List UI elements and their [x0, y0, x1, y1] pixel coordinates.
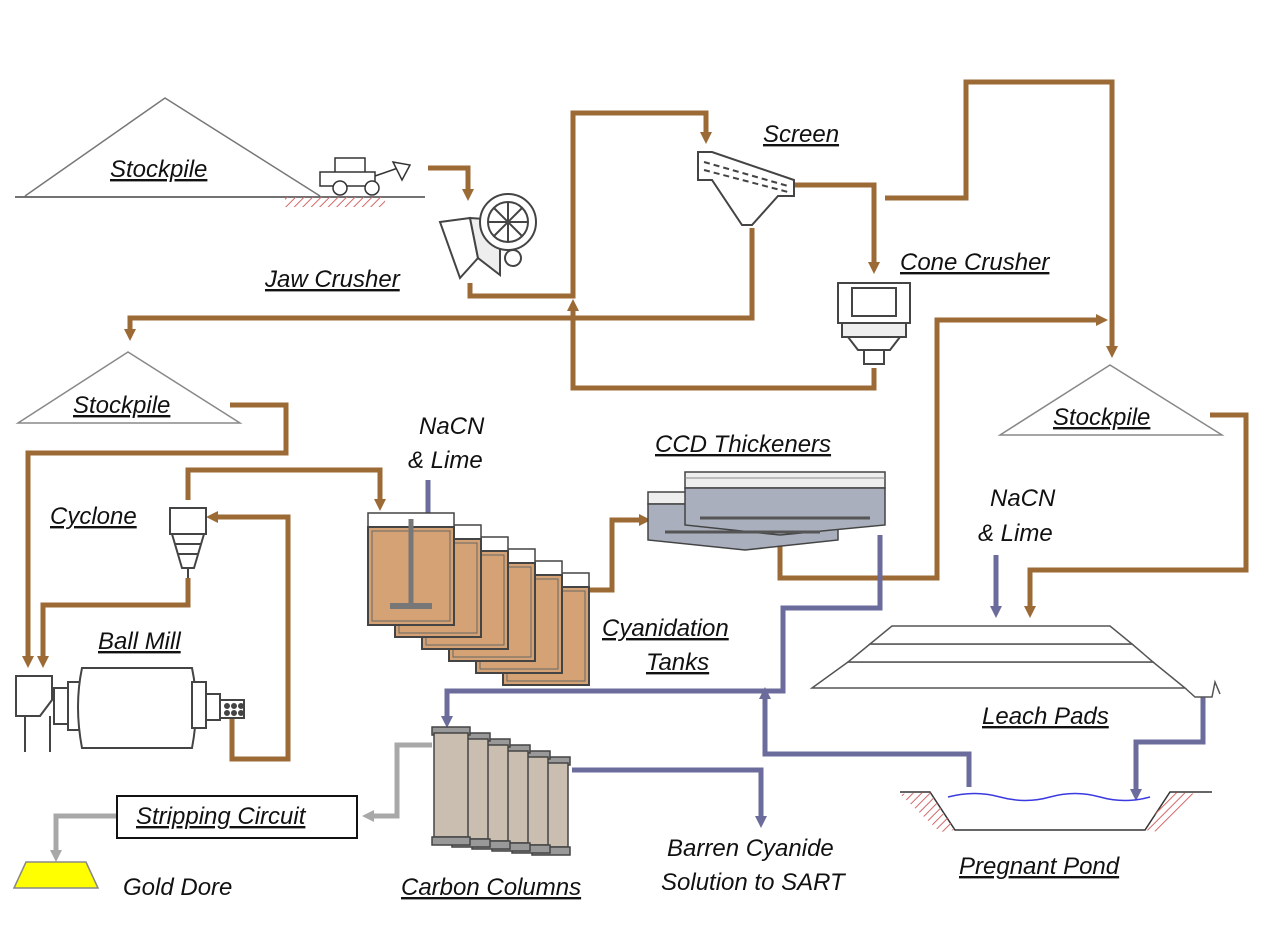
ccd-thickeners-shape: [647, 471, 886, 551]
gold-dore-shape: [12, 861, 100, 889]
carbon-column: [431, 726, 471, 846]
pregnant-pond-label: Pregnant Pond: [959, 853, 1120, 880]
jaw-crusher-shape: [438, 193, 537, 280]
leach-pads-label: Leach Pads: [982, 703, 1109, 730]
cyanidation-tanks-label-line1: Cyanidation: [602, 615, 729, 642]
stockpile-1-shape: [15, 97, 425, 207]
loader-icon: [319, 157, 412, 196]
cyclone-shape: [169, 507, 207, 578]
stockpile-2-label: Stockpile: [73, 392, 170, 419]
cone-crusher-shape: [837, 282, 911, 365]
cyanidation-tanks-label-line2: Tanks: [646, 649, 709, 676]
ccd-thickeners-label: CCD Thickeners: [655, 431, 831, 458]
stockpile-2-shape: [15, 351, 243, 424]
stockpile-3-label: Stockpile: [1053, 404, 1150, 431]
stockpile-1-label: Stockpile: [110, 156, 207, 183]
cyanidation-tank: [367, 512, 455, 626]
pregnant-pond-shape: [900, 791, 1212, 832]
nacn-lime-2-label-line1: NaCN: [990, 485, 1056, 512]
jaw-crusher-label: Jaw Crusher: [264, 266, 401, 293]
nacn-lime-2-label-line2: & Lime: [978, 520, 1053, 547]
cyanidation-tanks-shape: [367, 512, 590, 686]
nacn-lime-1-label-line1: NaCN: [419, 413, 485, 440]
stripping-circuit-box: [116, 795, 358, 839]
stripping-circuit-label: Stripping Circuit: [136, 803, 307, 830]
screen-shape: [697, 151, 795, 226]
ball-mill-shape: [15, 667, 245, 752]
screen-label: Screen: [763, 121, 839, 148]
barren-solution-label-line1: Barren Cyanide: [667, 835, 834, 862]
cyclone-label: Cyclone: [50, 503, 137, 530]
barren-solution-label-line2: Solution to SART: [661, 869, 847, 896]
cone-crusher-label: Cone Crusher: [900, 249, 1050, 276]
product-flow-lines: [50, 742, 432, 862]
carbon-columns-label: Carbon Columns: [401, 874, 581, 901]
gold-dore-label: Gold Dore: [123, 874, 232, 901]
carbon-columns-shape: [431, 726, 571, 856]
nacn-lime-1-label-line2: & Lime: [408, 447, 483, 474]
stockpile-3-shape: [997, 364, 1225, 436]
ore-flow-lines: [22, 79, 1249, 762]
ball-mill-label: Ball Mill: [98, 628, 181, 655]
leach-pads-shape: [809, 625, 1221, 698]
